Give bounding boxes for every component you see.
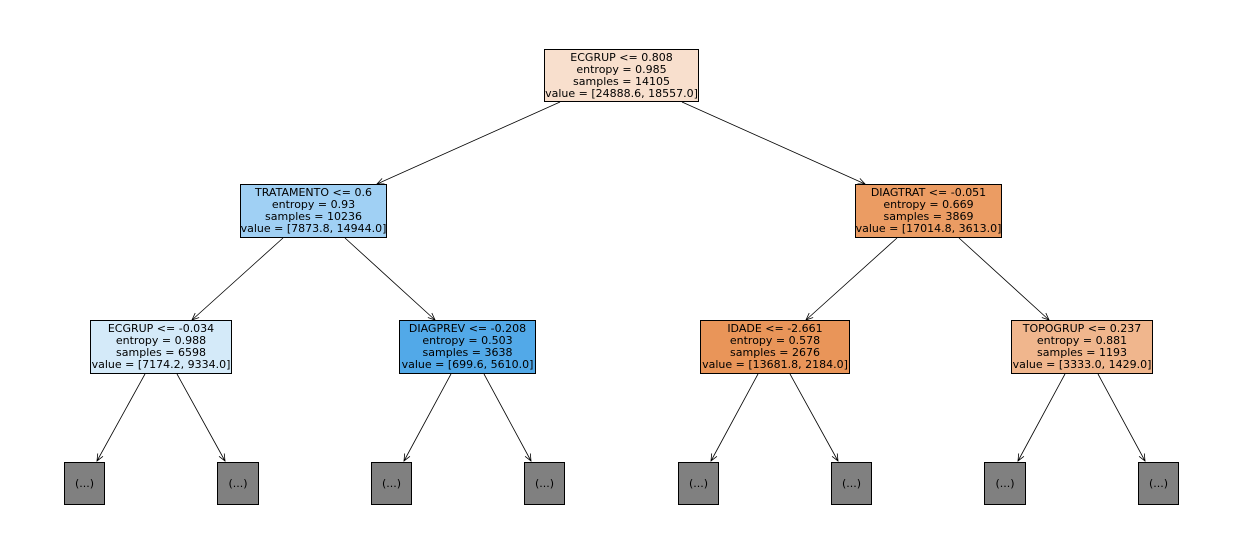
- node-ll-samples: samples = 6598: [116, 346, 206, 359]
- node-rr: TOPOGRUP <= 0.237 entropy = 0.881 sample…: [1011, 320, 1153, 374]
- leaf-node-1-label: (...): [74, 476, 95, 490]
- node-root: ECGRUP <= 0.808 entropy = 0.985 samples …: [544, 49, 699, 102]
- node-ll: ECGRUP <= -0.034 entropy = 0.988 samples…: [90, 320, 232, 374]
- node-r-split: DIAGTRAT <= -0.051: [870, 186, 987, 199]
- node-l: TRATAMENTO <= 0.6 entropy = 0.93 samples…: [240, 184, 387, 238]
- leaf-node-1: (...): [64, 462, 105, 505]
- node-root-samples: samples = 14105: [573, 74, 670, 88]
- leaf-node-3: (...): [371, 462, 412, 505]
- node-r-value: value = [17014.8, 3613.0]: [855, 222, 1002, 235]
- node-lr-value: value = [699.6, 5610.0]: [401, 358, 534, 371]
- node-l-value: value = [7873.8, 14944.0]: [240, 222, 387, 235]
- node-rr-split: TOPOGRUP <= 0.237: [1022, 322, 1142, 335]
- leaf-node-5: (...): [678, 462, 719, 505]
- edge-lr-leaf4: [483, 373, 531, 461]
- leaf-node-2: (...): [217, 462, 259, 505]
- node-l-entropy: entropy = 0.93: [271, 198, 356, 211]
- node-lr-entropy: entropy = 0.503: [422, 334, 513, 347]
- node-r: DIAGTRAT <= -0.051 entropy = 0.669 sampl…: [855, 184, 1002, 238]
- node-rl-samples: samples = 2676: [730, 346, 820, 359]
- node-rr-entropy: entropy = 0.881: [1036, 334, 1128, 347]
- edge-ll-leaf2: [176, 373, 225, 461]
- leaf-node-6: (...): [831, 462, 872, 505]
- node-l-split: TRATAMENTO <= 0.6: [255, 186, 372, 199]
- edge-ll-leaf1: [97, 373, 146, 461]
- edge-rr-leaf8: [1097, 373, 1145, 461]
- edge-r-rl: [806, 237, 898, 320]
- node-root-split: ECGRUP <= 0.808: [570, 50, 673, 64]
- leaf-node-6-label: (...): [841, 476, 862, 490]
- node-lr-split: DIAGPREV <= -0.208: [408, 322, 527, 335]
- leaf-node-4: (...): [524, 462, 565, 505]
- edge-rr-leaf7: [1018, 373, 1066, 461]
- edge-rl-leaf5: [711, 373, 759, 461]
- node-rr-value: value = [3333.0, 1429.0]: [1012, 358, 1152, 371]
- node-r-entropy: entropy = 0.669: [883, 198, 974, 211]
- node-lr: DIAGPREV <= -0.208 entropy = 0.503 sampl…: [399, 320, 536, 374]
- edge-l-lr: [344, 237, 435, 320]
- node-root-entropy: entropy = 0.985: [576, 62, 667, 76]
- edge-rl-leaf6: [789, 373, 838, 461]
- leaf-node-7: (...): [984, 462, 1026, 505]
- node-ll-entropy: entropy = 0.988: [115, 334, 207, 347]
- edge-r-rr: [958, 237, 1049, 320]
- node-l-samples: samples = 10236: [265, 210, 362, 223]
- node-rl-entropy: entropy = 0.578: [729, 334, 821, 347]
- node-root-value: value = [24888.6, 18557.0]: [545, 86, 698, 100]
- node-rl-value: value = [13681.8, 2184.0]: [702, 358, 848, 371]
- leaf-node-2-label: (...): [228, 476, 248, 490]
- node-ll-split: ECGRUP <= -0.034: [107, 322, 215, 335]
- edge-root-r: [681, 101, 865, 184]
- node-rl: IDADE <= -2.661 entropy = 0.578 samples …: [700, 320, 850, 374]
- edge-root-l: [377, 101, 561, 184]
- node-rr-samples: samples = 1193: [1037, 346, 1127, 359]
- leaf-node-8: (...): [1138, 462, 1179, 505]
- node-r-samples: samples = 3869: [883, 210, 974, 223]
- node-lr-samples: samples = 3638: [422, 346, 513, 359]
- edge-lr-leaf3: [404, 373, 452, 461]
- leaf-node-3-label: (...): [381, 476, 402, 490]
- leaf-node-5-label: (...): [688, 476, 709, 490]
- leaf-node-8-label: (...): [1148, 476, 1169, 490]
- leaf-node-7-label: (...): [995, 476, 1015, 490]
- node-ll-value: value = [7174.2, 9334.0]: [91, 358, 231, 371]
- node-rl-split: IDADE <= -2.661: [727, 322, 823, 335]
- leaf-node-4-label: (...): [534, 476, 555, 490]
- edge-l-ll: [192, 237, 284, 320]
